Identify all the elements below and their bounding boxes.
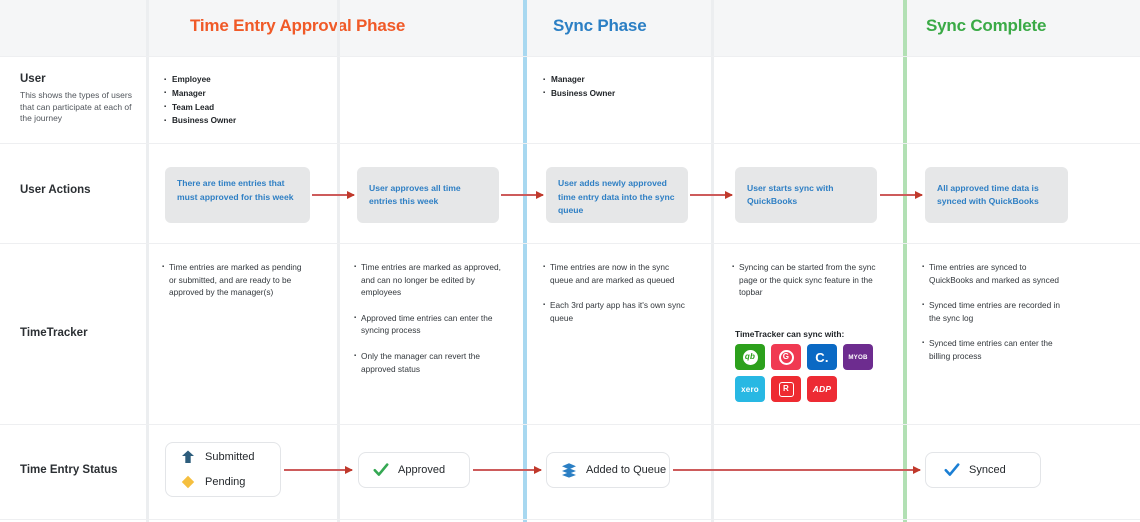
row-label-user-actions-title: User Actions <box>20 184 91 196</box>
list-item: Manager <box>164 87 236 101</box>
list-item: Time entries are now in the sync queue a… <box>543 261 691 286</box>
row-divider-bottom <box>0 519 1140 520</box>
user-action-box-5[interactable]: All approved time data is synced with Qu… <box>925 167 1068 223</box>
flow-arrow-status-3 <box>673 466 921 474</box>
column-divider-1 <box>146 0 149 522</box>
row-label-user-actions: User Actions <box>20 183 140 198</box>
status-row: Pending <box>180 474 266 490</box>
phase-title-sync: Sync Phase <box>553 16 647 35</box>
status-box-synced[interactable]: Synced <box>925 452 1041 488</box>
list-item: Synced time entries can enter the billin… <box>922 337 1072 362</box>
list-item: Time entries are marked as pending or su… <box>162 261 307 299</box>
row-label-status-title: Time Entry Status <box>20 464 118 476</box>
status-label: Synced <box>969 464 1006 476</box>
status-row: Submitted <box>180 449 266 465</box>
check-blue-icon <box>944 463 960 476</box>
gusto-icon[interactable]: G <box>771 344 801 370</box>
column-divider-sync-complete <box>903 0 907 522</box>
list-item: Each 3rd party app has it's own sync que… <box>543 299 691 324</box>
list-item: Synced time entries are recorded in the … <box>922 299 1072 324</box>
list-item: Business Owner <box>543 87 615 101</box>
row-label-timetracker: TimeTracker <box>20 326 140 341</box>
list-item: Employee <box>164 74 236 87</box>
status-box-added-to-queue[interactable]: Added to Queue <box>546 452 670 488</box>
sync-app-icon-grid: qb G C. MYOB xero R ADP <box>735 344 885 402</box>
list-item: Time entries are synced to QuickBooks an… <box>922 261 1072 286</box>
arrow-up-icon <box>182 450 194 463</box>
phase-header-gutter <box>0 0 146 56</box>
column-divider-sync-phase <box>523 0 527 522</box>
status-label: Added to Queue <box>586 464 667 476</box>
flow-arrow-actions-1 <box>312 191 355 199</box>
list-item: Business Owner <box>164 115 236 128</box>
column-divider-2 <box>337 0 340 522</box>
column-divider-4 <box>711 0 714 522</box>
row-label-time-entry-status: Time Entry Status <box>20 463 140 478</box>
list-item: Approved time entries can enter the sync… <box>354 312 502 337</box>
row-label-user-sub: This shows the types of users that can p… <box>20 90 132 123</box>
row-label-user: User This shows the types of users that … <box>20 72 140 125</box>
row-divider-timetracker <box>0 424 1140 425</box>
row-divider-actions <box>0 243 1140 244</box>
status-label: Approved <box>398 464 446 476</box>
status-row: Added to Queue <box>561 462 666 478</box>
user-action-box-1[interactable]: There are time entries that must approve… <box>165 167 310 223</box>
phase-title-approval: Time Entry Approval Phase <box>190 16 406 35</box>
row-label-user-title: User <box>20 73 46 85</box>
check-green-icon <box>373 463 389 476</box>
xero-icon[interactable]: xero <box>735 376 765 402</box>
phase-header-band <box>0 0 1140 56</box>
flow-arrow-status-2 <box>473 466 542 474</box>
list-item: Time entries are marked as approved, and… <box>354 261 502 299</box>
timetracker-list-col5: Time entries are synced to QuickBooks an… <box>922 261 1072 376</box>
row-divider-header <box>0 56 1140 57</box>
clio-icon[interactable]: C. <box>807 344 837 370</box>
user-action-box-2[interactable]: User approves all time entries this week <box>357 167 499 223</box>
status-row: Approved <box>373 462 455 478</box>
status-box-approved[interactable]: Approved <box>358 452 470 488</box>
user-list-approval: Employee Manager Team Lead Business Owne… <box>164 74 236 129</box>
diamond-icon <box>181 475 195 489</box>
row-label-timetracker-title: TimeTracker <box>20 327 88 339</box>
quickbooks-icon[interactable]: qb <box>735 344 765 370</box>
timetracker-list-col4: Syncing can be started from the sync pag… <box>732 261 877 312</box>
status-label: Pending <box>205 476 246 488</box>
myob-icon[interactable]: MYOB <box>843 344 873 370</box>
adp-icon[interactable]: ADP <box>807 376 837 402</box>
user-list-sync: Manager Business Owner <box>543 74 615 102</box>
list-item: Only the manager can revert the approved… <box>354 350 502 375</box>
timetracker-list-col3: Time entries are now in the sync queue a… <box>543 261 691 337</box>
stack-icon <box>562 463 576 478</box>
phase-title-complete: Sync Complete <box>926 16 1047 35</box>
list-item: Syncing can be started from the sync pag… <box>732 261 877 299</box>
sync-with-label: TimeTracker can sync with: <box>735 329 845 339</box>
timetracker-list-col2: Time entries are marked as approved, and… <box>354 261 502 388</box>
status-label: Submitted <box>205 451 255 463</box>
list-item: Team Lead <box>164 101 236 115</box>
flow-arrow-actions-4 <box>880 191 923 199</box>
status-box-submitted-pending[interactable]: Submitted Pending <box>165 442 281 497</box>
flow-arrow-actions-2 <box>501 191 544 199</box>
list-item: Manager <box>543 74 615 87</box>
user-action-box-3[interactable]: User adds newly approved time entry data… <box>546 167 688 223</box>
user-action-box-4[interactable]: User starts sync with QuickBooks <box>735 167 877 223</box>
flow-arrow-status-1 <box>284 466 353 474</box>
rippling-icon[interactable]: R <box>771 376 801 402</box>
timetracker-list-col1: Time entries are marked as pending or su… <box>162 261 307 312</box>
flow-arrow-actions-3 <box>690 191 733 199</box>
status-row: Synced <box>944 462 1022 478</box>
row-divider-user <box>0 143 1140 144</box>
